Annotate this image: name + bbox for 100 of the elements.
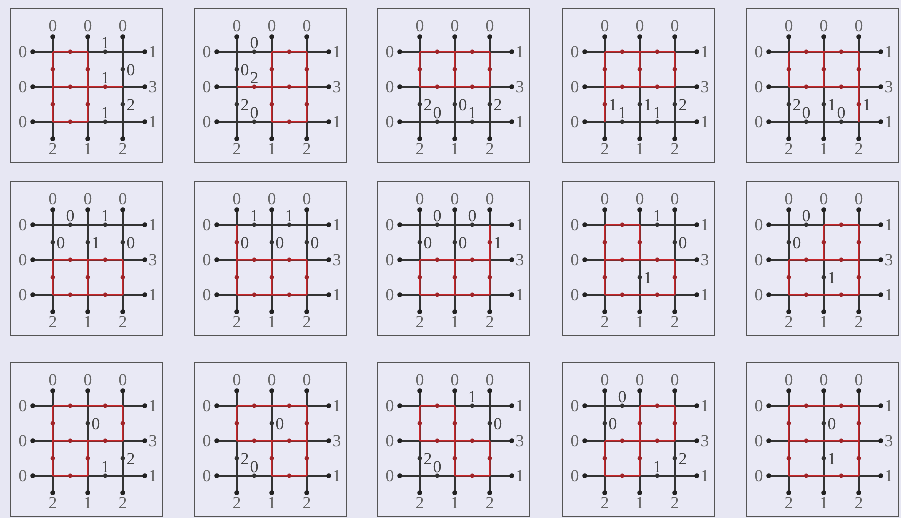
boundary-number: 1: [700, 398, 710, 414]
edge-number: 2: [424, 450, 432, 467]
boundary-number: 0: [386, 398, 394, 414]
boundary-number: 0: [570, 78, 580, 96]
edge-number: 1: [618, 104, 627, 122]
edge-number: 1: [653, 104, 662, 122]
boundary-number: 0: [670, 190, 680, 208]
boundary-number: 1: [820, 494, 828, 512]
boundary-number: 0: [18, 216, 28, 234]
boundary-number: 2: [486, 314, 494, 330]
boundary-number: 1: [332, 286, 342, 304]
edge-number: 0: [468, 208, 477, 224]
edge-number: 2: [424, 96, 432, 113]
boundary-number: 0: [18, 44, 28, 60]
boundary-number: 0: [386, 252, 394, 268]
boundary-number: 2: [232, 494, 242, 512]
boundary-number: 1: [884, 114, 894, 130]
boundary-number: 0: [202, 432, 212, 450]
edge-number: 1: [468, 388, 477, 406]
boundary-number: 1: [820, 314, 828, 330]
boundary-number: 0: [450, 190, 460, 208]
boundary-number: 0: [202, 44, 212, 60]
boundary-number: 1: [268, 314, 276, 330]
boundary-number: 1: [700, 44, 710, 60]
boundary-number: 0: [202, 286, 212, 304]
boundary-number: 0: [386, 114, 394, 130]
edge-number: 2: [240, 96, 250, 113]
boundary-number: 1: [516, 216, 524, 234]
boundary-number: 2: [486, 140, 494, 158]
edge-number: 1: [828, 96, 836, 113]
edge-number: 2: [126, 96, 136, 113]
edge-number: 2: [240, 450, 250, 467]
edge-number: 1: [828, 450, 836, 467]
boundary-number: 0: [18, 114, 28, 130]
boundary-number: 1: [884, 286, 894, 304]
boundary-number: 0: [268, 190, 276, 208]
edge-number: 0: [126, 234, 136, 251]
boundary-number: 2: [854, 314, 864, 330]
edge-number: 1: [828, 269, 836, 286]
boundary-number: 0: [84, 18, 92, 34]
boundary-number: 2: [784, 494, 794, 512]
boundary-number: 1: [516, 114, 524, 130]
edge-number: 1: [653, 458, 662, 476]
boundary-number: 1: [700, 468, 710, 484]
edge-number: 2: [494, 96, 502, 113]
edge-number: 1: [494, 234, 502, 251]
edge-number: 1: [285, 208, 294, 224]
boundary-number: 2: [232, 314, 242, 330]
boundary-number: 0: [570, 398, 580, 414]
boundary-number: 0: [48, 18, 58, 34]
edge-number: 1: [92, 234, 100, 251]
boundary-number: 1: [450, 494, 460, 512]
boundary-number: 2: [416, 140, 424, 158]
boundary-number: 0: [600, 18, 610, 34]
boundary-number: 0: [302, 18, 312, 34]
boundary-number: 1: [332, 114, 342, 130]
boundary-number: 0: [386, 78, 394, 96]
boundary-number: 0: [386, 44, 394, 60]
boundary-number: 0: [232, 18, 242, 34]
boundary-number: 0: [18, 398, 28, 414]
boundary-number: 1: [450, 314, 460, 330]
boundary-number: 0: [486, 372, 494, 388]
boundary-number: 3: [884, 78, 894, 96]
edge-number: 0: [240, 234, 250, 251]
boundary-number: 2: [854, 494, 864, 512]
edge-number: 0: [250, 34, 259, 52]
boundary-number: 1: [884, 398, 894, 414]
boundary-number: 0: [202, 468, 212, 484]
boundary-number: 0: [854, 18, 864, 34]
boundary-number: 0: [570, 114, 580, 130]
boundary-number: 1: [516, 286, 524, 304]
boundary-number: 1: [700, 114, 710, 130]
boundary-number: 3: [516, 252, 524, 268]
boundary-number: 1: [332, 398, 342, 414]
boundary-number: 3: [884, 252, 894, 268]
boundary-number: 0: [636, 372, 644, 388]
boundary-number: 0: [486, 18, 494, 34]
boundary-number: 2: [600, 494, 610, 512]
boundary-number: 1: [84, 314, 92, 330]
edge-number: 1: [644, 269, 652, 286]
edge-number: 0: [828, 415, 836, 432]
boundary-number: 2: [486, 494, 494, 512]
edge-number: 0: [250, 458, 259, 476]
boundary-number: 0: [754, 114, 764, 130]
edge-number: 2: [126, 450, 136, 467]
boundary-number: 2: [416, 494, 424, 512]
boundary-number: 0: [18, 78, 28, 96]
boundary-number: 2: [670, 314, 680, 330]
boundary-number: 0: [232, 372, 242, 388]
boundary-number: 0: [118, 18, 128, 34]
boundary-number: 2: [118, 314, 128, 330]
edge-number: 0: [494, 415, 502, 432]
boundary-number: 2: [784, 140, 794, 158]
edge-number: 0: [608, 415, 618, 432]
edge-number: 1: [468, 104, 477, 122]
boundary-number: 2: [48, 140, 58, 158]
boundary-number: 2: [302, 140, 312, 158]
boundary-number: 0: [302, 372, 312, 388]
boundary-number: 0: [754, 286, 764, 304]
boundary-number: 2: [670, 494, 680, 512]
